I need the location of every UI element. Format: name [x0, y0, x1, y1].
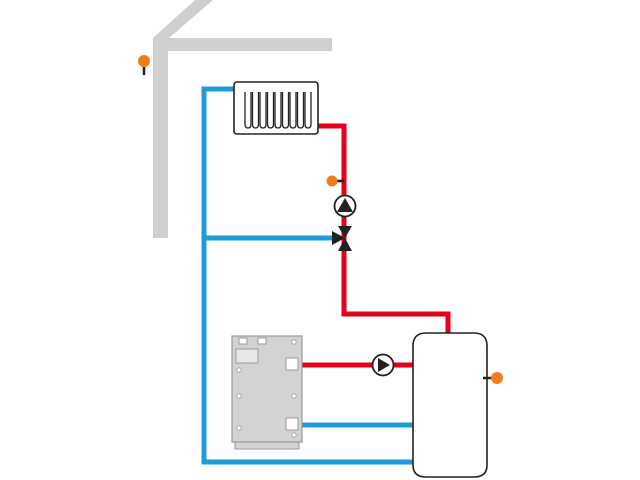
radiator-fin: [251, 92, 260, 129]
radiator-fin: [304, 92, 312, 129]
sensor-dot-icon: [491, 372, 503, 384]
tank-temperature-sensor: [483, 372, 503, 384]
heating-circuit-pump: [333, 194, 357, 218]
valve-triangle-icon: [338, 238, 352, 251]
three-way-mixing-valve: [332, 226, 352, 251]
radiator-fin: [259, 92, 267, 129]
pump-arrow-icon: [337, 198, 353, 212]
radiator-fin: [274, 92, 282, 129]
heat-source-unit: [231, 335, 303, 450]
unit-rivet: [236, 425, 242, 431]
radiator: [233, 81, 319, 135]
flow-temperature-sensor: [326, 175, 344, 187]
unit-rivet: [236, 367, 242, 373]
building-roof: [153, 0, 332, 238]
radiator-fin: [296, 92, 305, 129]
sensor-dot-icon: [138, 55, 150, 67]
outdoor-temperature-sensor: [138, 55, 150, 75]
valve-triangle-icon: [338, 226, 352, 238]
radiator-fin: [281, 92, 290, 129]
unit-rivet: [291, 432, 297, 438]
supply-pipes: [292, 123, 451, 368]
sensor-dot-icon: [326, 175, 338, 187]
radiator-fin: [289, 92, 297, 129]
radiator-fin: [244, 92, 252, 129]
buffer-storage-tank: [412, 332, 488, 478]
valve-triangle-icon: [332, 231, 345, 245]
return-pipe-radiator: [201, 86, 413, 465]
pump-arrow-icon: [378, 358, 390, 372]
unit-rivet: [291, 339, 297, 345]
unit-rivet: [291, 393, 297, 399]
supply-pipe-radiator: [316, 123, 451, 333]
charging-pump: [371, 353, 395, 377]
return-pipes: [201, 86, 413, 465]
unit-rivet: [236, 393, 242, 399]
radiator-fin: [266, 92, 275, 129]
